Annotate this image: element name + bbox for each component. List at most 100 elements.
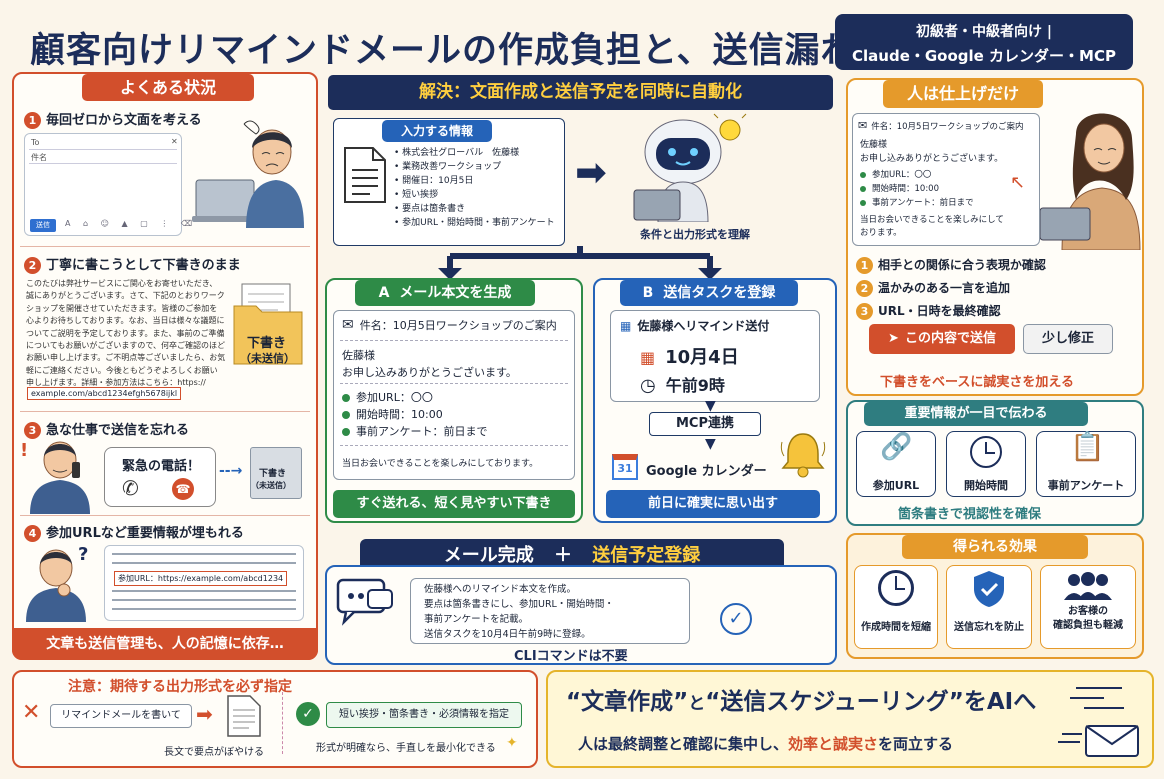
phone-answer-icon: ✆ bbox=[122, 476, 139, 500]
conclusion-panel bbox=[546, 670, 1154, 768]
conclusion-sub: 人は最終調整と確認に集中し、効率と誠実さを両立する bbox=[578, 735, 954, 753]
final-email-bullet: 開始時間：10:00 bbox=[860, 182, 939, 194]
final-email-greeting: 佐藤様 bbox=[860, 140, 888, 150]
final-email-subject: ✉件名：10月5日ワークショップのご案内 bbox=[858, 119, 1024, 132]
small-folder-sublabel: （未送信） bbox=[251, 481, 291, 490]
edit-button[interactable]: 少し修正 bbox=[1023, 324, 1113, 354]
audience-line1: 初級者・中級者向け | bbox=[916, 24, 1052, 40]
to-field: To bbox=[31, 138, 40, 147]
link-icon: 🔗 bbox=[880, 432, 913, 462]
shield-icon bbox=[974, 571, 1004, 607]
complete-plus: ＋ bbox=[554, 545, 572, 566]
dashed-arrow-icon: --→ bbox=[219, 463, 243, 479]
woman-at-laptop-illustration bbox=[1040, 113, 1141, 250]
final-email-card bbox=[852, 113, 1040, 246]
conclusion-headline: “文章作成”と“送信スケジューリング”をAIへ bbox=[566, 689, 1037, 715]
url-info-box bbox=[856, 431, 936, 497]
small-folder-icon bbox=[250, 447, 302, 499]
task-title: ▦佐藤様へリマインド送付 bbox=[620, 319, 770, 333]
final-email-bullet: 事前アンケート：前日まで bbox=[860, 196, 974, 208]
audience-badge: 初級者・中級者向け | Claude・Google カレンダー・MCP bbox=[835, 14, 1133, 70]
complete-right: 送信予定登録 bbox=[592, 545, 701, 566]
paper-plane-icon: ➤ bbox=[888, 331, 899, 346]
task-time: ◷午前9時 bbox=[640, 375, 725, 396]
final-email-bullet: 参加URL：〇〇 bbox=[860, 168, 931, 180]
calendar-date-icon: ▦ bbox=[640, 348, 656, 367]
panel-b-footer: 前日に確実に思い出す bbox=[606, 490, 820, 518]
email-subject: ✉件名：10月5日ワークショップのご案内 bbox=[342, 317, 557, 333]
urgent-call-text: 緊急の電話！ bbox=[122, 459, 201, 474]
generated-email-card bbox=[333, 310, 575, 480]
effect-protect-label: 送信忘れを防止 bbox=[954, 622, 1024, 633]
effect-customer-label: お客様の 確認負担も軽減 bbox=[1053, 606, 1123, 631]
email-compose-window: To ✕ 件名 送信 A ⌂ ☺ ▲ ▢ ⋮ ⌫ bbox=[24, 133, 192, 236]
bad-note: 長文で要点がぼやける bbox=[164, 747, 264, 758]
situations-header: よくある状況 bbox=[82, 74, 254, 101]
finish-header: 人は仕上げだけ bbox=[883, 80, 1043, 108]
final-email-closing: 当日お会いできることを楽しみにして おります。 bbox=[860, 215, 1004, 238]
effects-header: 得られる効果 bbox=[902, 535, 1088, 559]
call-bubble bbox=[104, 447, 216, 507]
svg-text:?: ? bbox=[78, 544, 88, 565]
final-email-thanks: お申し込みありがとうございます。 bbox=[860, 154, 1004, 164]
send-final-button[interactable]: ➤この内容で送信 bbox=[869, 324, 1015, 354]
clipboard-icon: 📋 bbox=[1070, 430, 1105, 463]
email-bullet: 開始時間：10:00 bbox=[342, 406, 443, 422]
folder-icon bbox=[233, 283, 303, 365]
cli-note: CLIコマンドは不要 bbox=[514, 649, 628, 664]
subject-field: 件名 bbox=[31, 153, 47, 162]
close-icon: ✕ bbox=[171, 137, 178, 146]
buried-url: example.com/abcd1234efgh5678ijkl bbox=[27, 387, 182, 400]
key-info-header: 重要情報が一目で伝わる bbox=[864, 402, 1088, 426]
cross-icon: ✕ bbox=[22, 700, 41, 725]
task-date: ▦10月4日 bbox=[640, 347, 739, 368]
panel-a-footer: すぐ送れる、短く見やすい下書き bbox=[333, 490, 575, 518]
situations-footer: 文章も送信管理も、人の記憶に依存… bbox=[12, 628, 318, 660]
bad-prompt: リマインドメールを書いて bbox=[50, 704, 192, 728]
good-prompt: 短い挨拶・箇条書き・必須情報を指定 bbox=[326, 702, 522, 728]
input-info-header: 入力する情報 bbox=[382, 120, 492, 142]
google-calendar-label: Google カレンダー bbox=[646, 464, 767, 479]
envelope-icon: ✉ bbox=[342, 317, 354, 333]
long-draft-text: このたびは弊社サービスにご関心をお寄せいただき、 誠にありがとうございます。さて… bbox=[26, 279, 226, 388]
clock-icon bbox=[878, 570, 914, 606]
mcp-badge: MCP連携 bbox=[649, 412, 761, 436]
audience-line2: Claude・Google カレンダー・MCP bbox=[852, 47, 1116, 65]
email-greeting: 佐藤様 bbox=[342, 349, 375, 362]
bell-icon bbox=[780, 433, 826, 478]
page-title: 顧客向けリマインドメールの作成負担と、送信漏れ bbox=[30, 31, 857, 71]
sparkle-icon: ✦ bbox=[506, 735, 518, 751]
toolbar-icons: A ⌂ ☺ ▲ ▢ ⋮ ⌫ bbox=[65, 219, 198, 228]
google-calendar-icon: 31 bbox=[612, 454, 638, 480]
key-info-footer: 箇条書きで視認性を確保 bbox=[898, 507, 1042, 522]
thinking-man-illustration: ? bbox=[26, 544, 88, 622]
send-button[interactable]: 送信 bbox=[30, 219, 56, 232]
arrow-down-icon: ▼ bbox=[705, 398, 716, 414]
prompt-text: 佐藤様へのリマインド本文を作成。 要点は箇条書きにし、参加URL・開始時間・ 事… bbox=[424, 584, 614, 640]
arrow-right-icon: ➡ bbox=[575, 150, 607, 194]
robot-caption: 条件と出力形式を理解 bbox=[640, 228, 750, 241]
clock-icon: ◷ bbox=[640, 375, 656, 396]
arrow-right-icon: ➡ bbox=[196, 702, 213, 726]
time-info-label: 開始時間 bbox=[964, 479, 1008, 492]
branch-arrows bbox=[438, 246, 722, 280]
email-bullet: 参加URL：〇〇 bbox=[342, 389, 433, 405]
worried-man-illustration bbox=[192, 120, 304, 228]
highlighted-url: 参加URL：https://example.com/abcd1234 bbox=[114, 571, 288, 586]
phone-call-man-illustration: ! bbox=[20, 440, 90, 514]
caution-header: 注意：期待する出力形式を必ず指定 bbox=[68, 679, 292, 695]
email-bullet: 事前アンケート：前日まで bbox=[342, 423, 488, 439]
long-document-icon bbox=[227, 695, 261, 737]
input-info-list: • 株式会社グローバル 佐藤様 • 業務改善ワークショップ • 開催日：10月5… bbox=[394, 148, 555, 228]
good-check-icon: ✓ bbox=[296, 702, 320, 726]
check-circle-icon: ✓ bbox=[720, 603, 752, 635]
solution-header: 解決：文面作成と送信予定を同時に自動化 bbox=[328, 75, 833, 110]
flying-mail-icon bbox=[1058, 687, 1139, 757]
